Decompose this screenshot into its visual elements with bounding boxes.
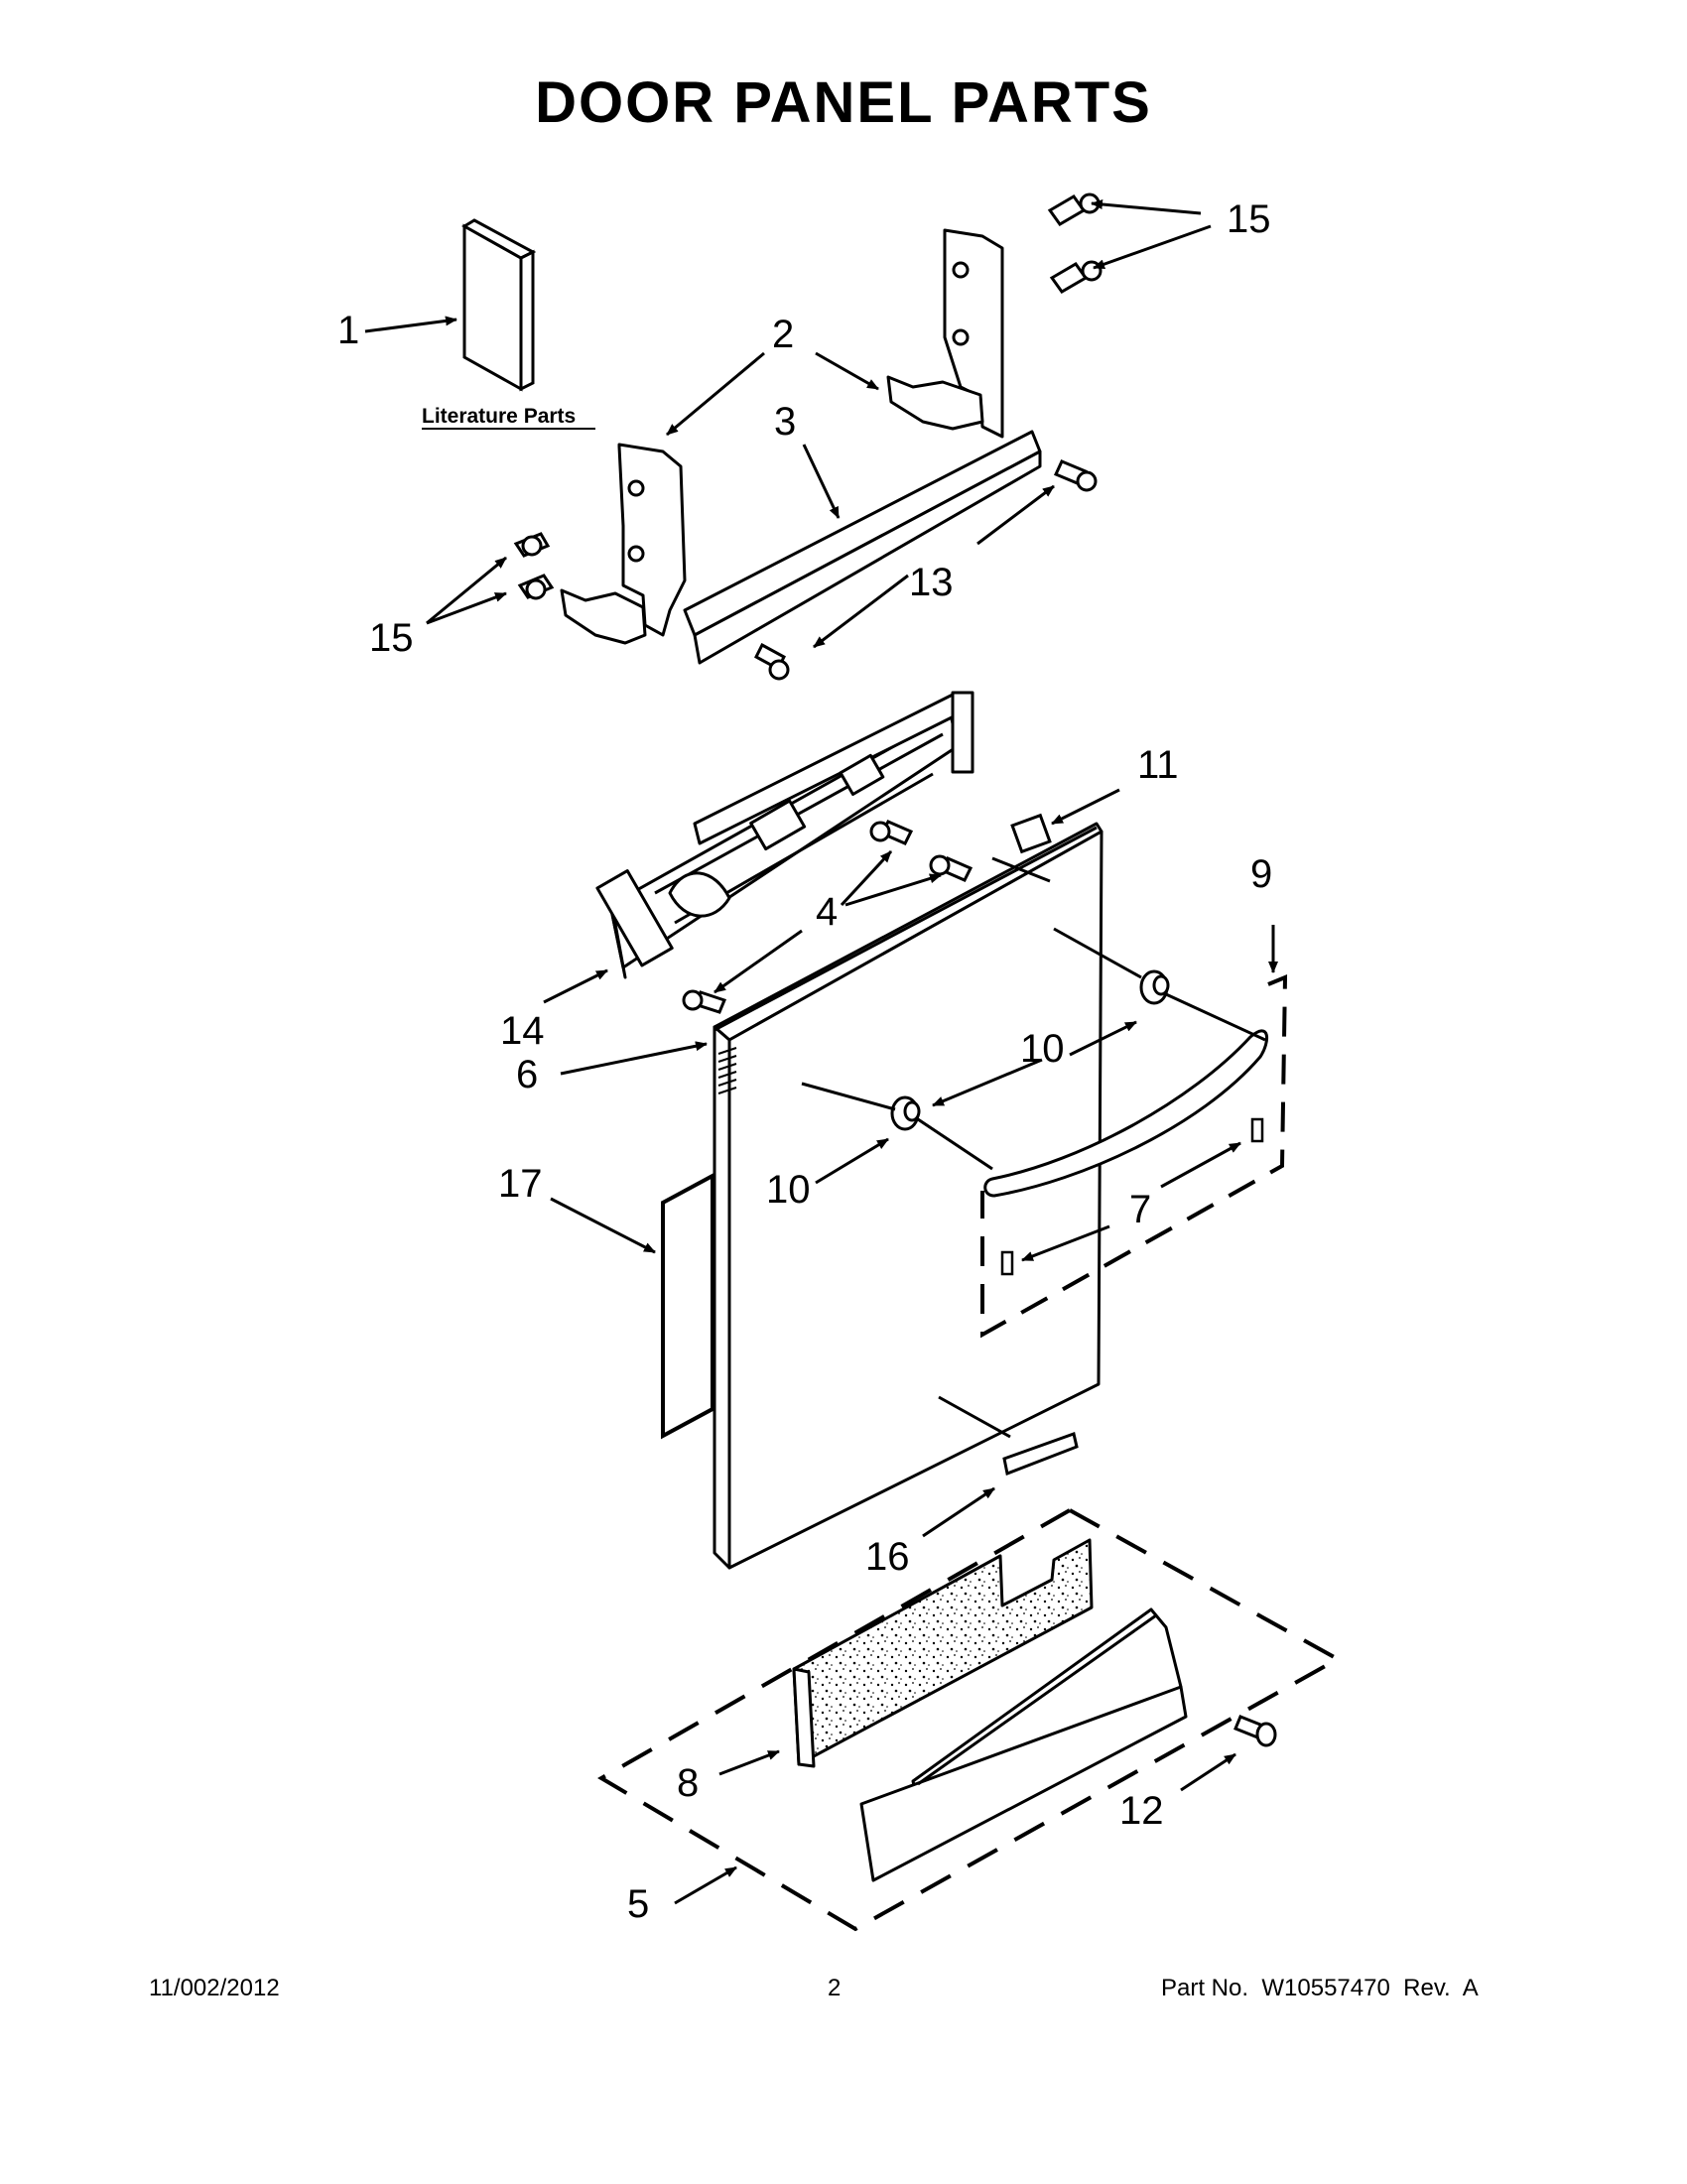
screw-4-upper xyxy=(869,820,914,845)
leader-8 xyxy=(718,1749,780,1776)
screw-15-right-lower xyxy=(1049,260,1103,294)
callout-10-lower: 10 xyxy=(766,1168,811,1212)
leader-10-upper xyxy=(1069,1020,1137,1057)
leader-13-left xyxy=(813,574,909,649)
leader-10-mid xyxy=(932,1058,1043,1107)
footer-page-number: 2 xyxy=(828,1975,842,2001)
leader-11 xyxy=(1051,788,1120,826)
leader-1 xyxy=(364,316,457,333)
callout-16: 16 xyxy=(865,1535,910,1579)
connector-lines xyxy=(801,856,1266,1439)
callout-5: 5 xyxy=(627,1882,649,1926)
literature-booklet xyxy=(461,218,537,392)
leader-lines xyxy=(364,199,1278,1905)
leader-4-upper xyxy=(840,849,893,907)
leader-17 xyxy=(550,1197,656,1254)
handle-stud-left xyxy=(1000,1250,1014,1276)
handle-standoff-upper xyxy=(1139,969,1170,1005)
callout-4: 4 xyxy=(816,890,838,934)
footer-date: 11/002/2012 xyxy=(149,1975,280,2001)
leader-4-mid xyxy=(844,873,942,907)
callout-15-upper: 15 xyxy=(1227,197,1271,241)
door-vent xyxy=(717,1047,737,1094)
leader-10-lower xyxy=(815,1137,889,1185)
toe-panel xyxy=(859,1607,1188,1882)
leader-13-right xyxy=(976,484,1055,546)
foam-insulation xyxy=(792,1538,1094,1768)
leader-5 xyxy=(674,1865,737,1905)
callout-13: 13 xyxy=(909,561,954,604)
callout-6: 6 xyxy=(516,1053,538,1096)
screw-15-right-upper xyxy=(1047,193,1101,226)
leader-3 xyxy=(802,444,841,519)
handle-group-outline xyxy=(980,973,1288,1339)
callout-11: 11 xyxy=(1137,743,1179,787)
screw-13-right xyxy=(1053,459,1098,492)
leader-2-right xyxy=(815,351,879,391)
leader-6 xyxy=(560,1041,708,1076)
door-handle xyxy=(983,1029,1269,1198)
callout-14: 14 xyxy=(500,1009,545,1053)
leader-15-left-lower xyxy=(426,591,507,625)
leader-2-left xyxy=(666,351,765,437)
callout-17: 17 xyxy=(498,1162,543,1206)
leader-15-right-lower xyxy=(1093,224,1212,270)
leader-14 xyxy=(543,968,608,1004)
callout-8: 8 xyxy=(677,1761,699,1805)
toe-group-outline xyxy=(597,1508,1343,1932)
callout-7: 7 xyxy=(1129,1188,1151,1231)
screw-13-left xyxy=(754,642,790,681)
leader-15-right-upper xyxy=(1091,199,1202,215)
right-side-bracket xyxy=(886,228,1004,439)
leader-12 xyxy=(1180,1752,1236,1792)
leader-7-left xyxy=(1021,1224,1110,1262)
screw-15-left-upper xyxy=(513,532,551,558)
page-title: DOOR PANEL PARTS xyxy=(535,70,1152,135)
top-channel xyxy=(683,430,1042,665)
handle-standoff-lower xyxy=(890,1095,921,1131)
badge xyxy=(1002,1432,1079,1477)
toe-panel-screw xyxy=(1233,1715,1277,1747)
handle-stud-right xyxy=(1250,1117,1264,1143)
panel-clip xyxy=(1010,813,1052,854)
leader-7-right xyxy=(1160,1141,1241,1189)
callout-12: 12 xyxy=(1119,1789,1164,1833)
leader-16 xyxy=(922,1486,995,1538)
callout-2: 2 xyxy=(772,313,794,356)
footer-part-number: Part No. W10557470 Rev. A xyxy=(1161,1975,1479,2001)
callout-1: 1 xyxy=(337,309,359,352)
callout-15-lower: 15 xyxy=(369,616,414,660)
screw-15-left-lower xyxy=(517,574,555,600)
left-side-bracket xyxy=(560,443,687,645)
callout-3: 3 xyxy=(774,400,796,444)
leader-4-lower xyxy=(714,929,803,994)
callout-10-upper: 10 xyxy=(1020,1027,1065,1071)
literature-parts-label: Literature Parts xyxy=(422,405,576,428)
callout-9: 9 xyxy=(1250,852,1272,896)
leader-15-left-upper xyxy=(426,556,507,625)
screw-4-lower xyxy=(682,989,727,1014)
door-gasket xyxy=(661,1172,714,1440)
control-module xyxy=(595,691,974,979)
